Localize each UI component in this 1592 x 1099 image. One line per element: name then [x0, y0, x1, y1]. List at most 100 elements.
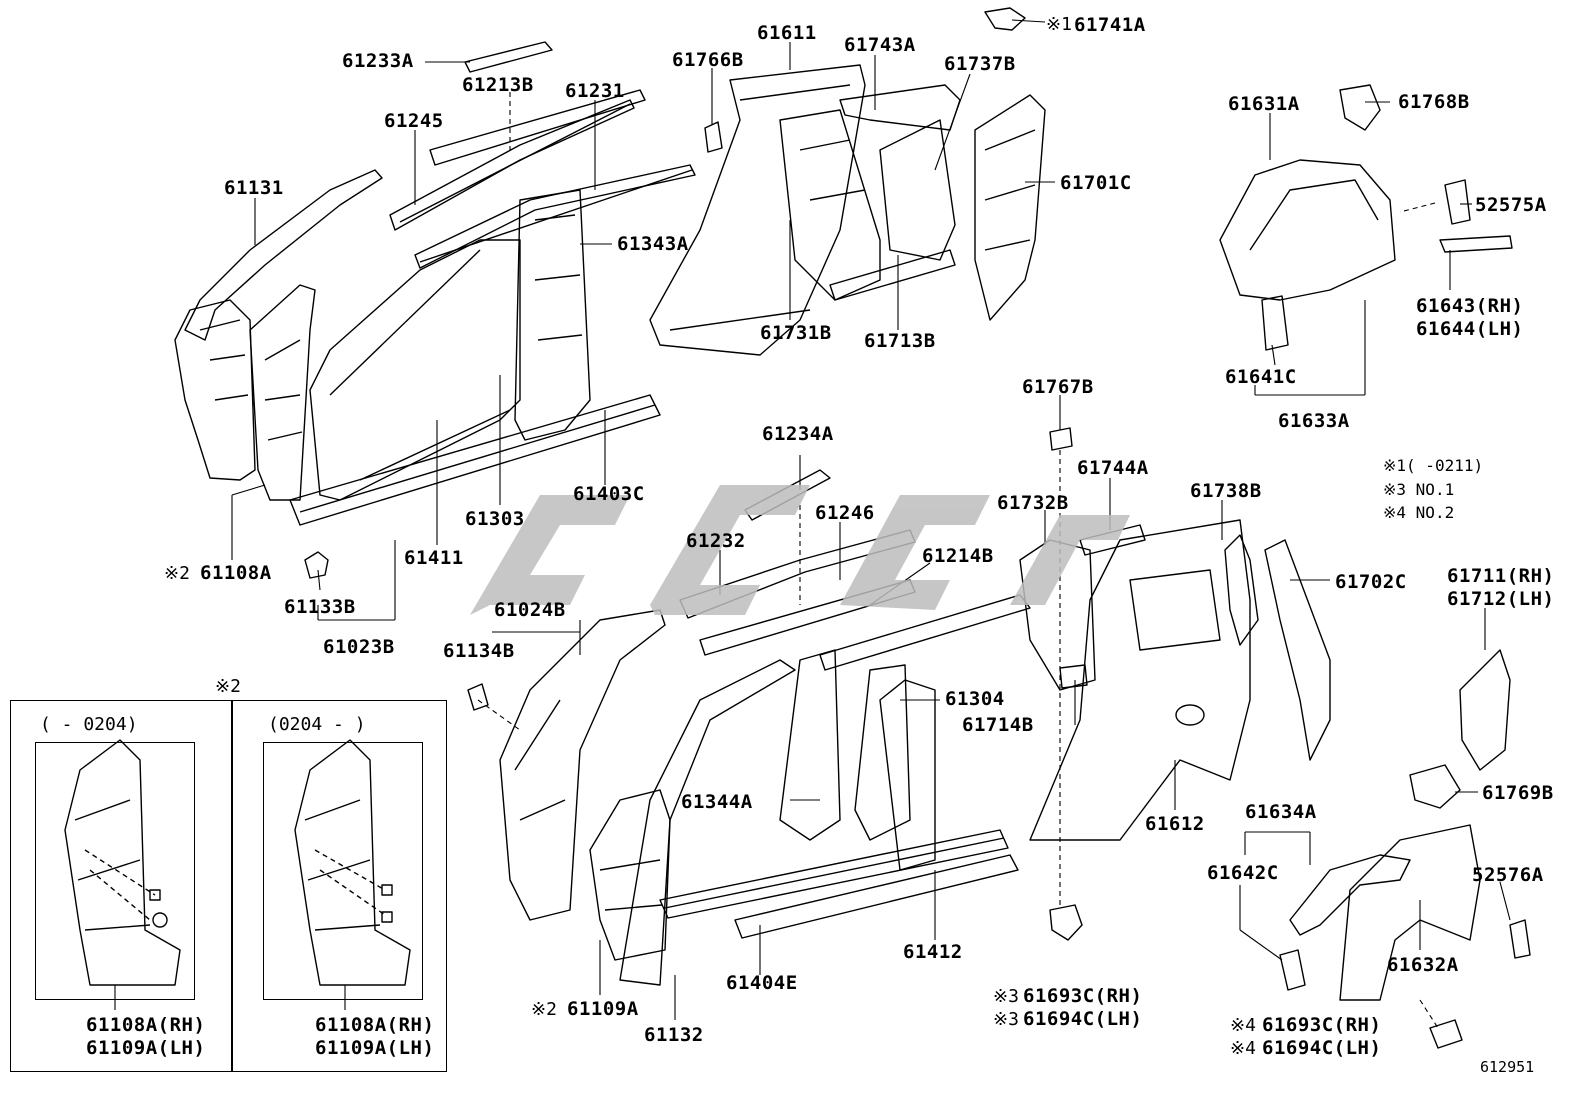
part-61344A-center-pillar-outer	[779, 649, 911, 841]
label-61132: 61132	[644, 1024, 704, 1046]
inset-right-box	[263, 742, 423, 1000]
label-61108A: 61108A	[200, 562, 272, 584]
label-61131: 61131	[224, 177, 284, 199]
inset-right-range: (0204 - )	[268, 714, 366, 735]
inset-right-label-lh: 61109A(LH)	[315, 1037, 435, 1059]
part-61134B-clip	[467, 683, 489, 711]
part-61304-center-pillar-reinforce	[879, 679, 936, 871]
label-61712: 61712(LH)	[1447, 588, 1555, 610]
inset-left-range: ( - 0204)	[40, 714, 138, 735]
inset-left-label-lh: 61109A(LH)	[86, 1037, 206, 1059]
part-61343A-center-pillar	[514, 189, 591, 441]
label-61693C-no1: 61693C(RH)	[1023, 985, 1143, 1007]
part-61641C-bracket	[1261, 295, 1289, 351]
part-61738B-pillar	[1224, 534, 1259, 646]
part-61693C-bracket-no1	[1049, 904, 1083, 941]
part-61768B-bracket	[1339, 84, 1381, 131]
label-61304: 61304	[945, 688, 1005, 710]
part-61642C-bracket	[1279, 949, 1306, 991]
mark-1-61741A: ※1	[1046, 14, 1072, 35]
label-61024B: 61024B	[494, 599, 566, 621]
inset-left-label-rh: 61108A(RH)	[86, 1014, 206, 1036]
part-61404E-rocker-outer-lower	[734, 854, 1019, 939]
label-61611: 61611	[757, 22, 817, 44]
watermark-logo	[470, 485, 1130, 615]
label-61023B: 61023B	[323, 636, 395, 658]
note-4: ※4 NO.2	[1383, 503, 1455, 522]
part-61412-rocker-lower	[659, 829, 1009, 919]
label-61232: 61232	[686, 530, 746, 552]
label-61213B: 61213B	[462, 74, 534, 96]
drawing-number: 612951	[1480, 1058, 1535, 1076]
label-61233A: 61233A	[342, 50, 414, 72]
part-61133B-clip	[304, 551, 329, 579]
mark-4-61693C: ※4	[1230, 1015, 1256, 1036]
part-61108A-front-pillar	[174, 299, 256, 481]
label-61694C-no2: 61694C(LH)	[1262, 1037, 1382, 1059]
part-61711-bracket	[1459, 649, 1511, 771]
part-61214B-roof-rail	[819, 594, 1031, 671]
inset-left-pillar-drawing	[64, 739, 181, 986]
label-61631A: 61631A	[1228, 93, 1300, 115]
part-61109A-front-pillar-lower	[589, 789, 671, 961]
label-61768B: 61768B	[1398, 91, 1470, 113]
label-61643: 61643(RH)	[1416, 295, 1524, 317]
part-61632A-wheelhouse-inner	[1339, 824, 1481, 1001]
label-61741A: 61741A	[1074, 14, 1146, 36]
part-61643-bracket	[1439, 235, 1513, 253]
part-61131-roof-rail-outer	[184, 169, 383, 341]
part-61701C-lock-pillar	[974, 94, 1046, 321]
note-1: ※1( -0211)	[1383, 456, 1484, 475]
part-61233A-roof-rail-brace	[464, 41, 553, 73]
label-61344A: 61344A	[681, 791, 753, 813]
inset-left-box	[35, 742, 195, 1000]
part-61403C-rocker-panel	[289, 394, 661, 526]
label-61694C-no1: 61694C(LH)	[1023, 1008, 1143, 1030]
part-61713B-rear-pillar	[829, 119, 956, 301]
label-61702C: 61702C	[1335, 571, 1407, 593]
label-61404E: 61404E	[726, 972, 798, 994]
label-61632A: 61632A	[1387, 954, 1459, 976]
label-61412: 61412	[903, 941, 963, 963]
label-61633A: 61633A	[1278, 410, 1350, 432]
part-61245-roof-side-rail	[389, 99, 635, 231]
part-61023B-front-pillar-inner	[249, 284, 316, 501]
label-61693C-no2: 61693C(RH)	[1262, 1014, 1382, 1036]
label-61403C: 61403C	[573, 483, 645, 505]
inset-right-label-rh: 61108A(RH)	[315, 1014, 435, 1036]
part-61634A-wheelhouse-outer-lower	[1289, 854, 1411, 936]
label-61303: 61303	[465, 508, 525, 530]
label-61714B: 61714B	[962, 714, 1034, 736]
part-61769B-bracket	[1409, 764, 1461, 809]
label-52575A: 52575A	[1475, 194, 1547, 216]
label-61713B: 61713B	[864, 330, 936, 352]
label-61731B: 61731B	[760, 322, 832, 344]
mark-2-61109A: ※2	[531, 999, 557, 1020]
part-61411-rocker-outer	[309, 239, 521, 501]
part-61693C-bracket-no2	[1429, 1019, 1463, 1049]
label-61738B: 61738B	[1190, 480, 1262, 502]
label-61231: 61231	[565, 80, 625, 102]
label-61743A: 61743A	[844, 34, 916, 56]
label-61766B: 61766B	[672, 49, 744, 71]
label-61245: 61245	[384, 110, 444, 132]
label-61634A: 61634A	[1245, 801, 1317, 823]
label-61343A: 61343A	[617, 233, 689, 255]
part-61612-quarter-panel	[1029, 519, 1251, 841]
label-61732B: 61732B	[997, 492, 1069, 514]
label-61411: 61411	[404, 547, 464, 569]
part-52575A-bracket	[1444, 179, 1471, 225]
label-61744A: 61744A	[1077, 457, 1149, 479]
note-3: ※3 NO.1	[1383, 480, 1455, 499]
label-61612: 61612	[1145, 813, 1205, 835]
part-61741A-clip	[984, 7, 1026, 31]
label-61644: 61644(LH)	[1416, 318, 1524, 340]
label-61767B: 61767B	[1022, 376, 1094, 398]
inset-frame	[10, 700, 447, 1072]
part-61611-quarter-panel-upper	[649, 64, 866, 356]
label-61642C: 61642C	[1207, 862, 1279, 884]
part-61631A-wheelhouse-outer	[1219, 159, 1396, 301]
label-61769B: 61769B	[1482, 782, 1554, 804]
label-61234A: 61234A	[762, 423, 834, 445]
